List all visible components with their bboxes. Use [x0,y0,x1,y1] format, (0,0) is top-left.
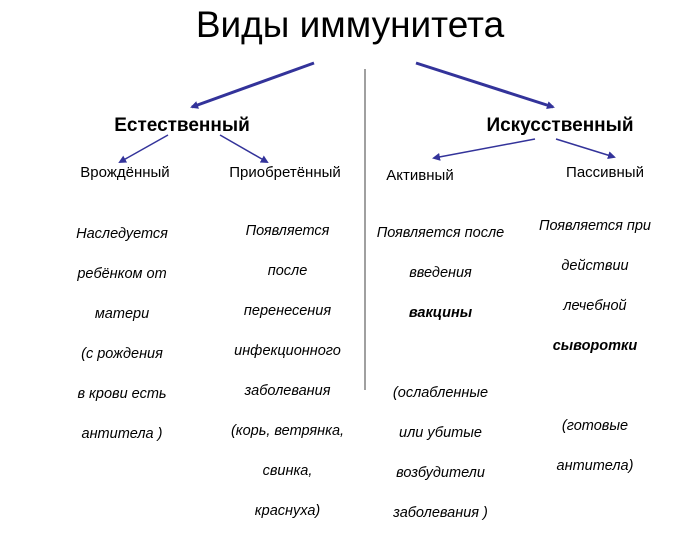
subtype-innate: Врождённый [80,164,170,181]
description-active: Появляется после введения вакцины (ослаб… [376,225,505,521]
arrow-to-artificial [415,61,555,109]
description-innate: Наследуется ребёнком от матери (с рожден… [76,226,168,442]
subtype-acquired: Приобретённый [229,164,341,181]
subtype-active: Активный [386,167,454,184]
subtype-passive: Пассивный [566,164,644,181]
description-acquired: Появляется после перенесения инфекционно… [230,223,345,519]
category-natural: Естественный [114,115,250,136]
description-passive: Появляется при действии лечебной сыворот… [539,218,651,474]
arrow-to-natural [190,61,315,109]
arrow-to-passive [555,138,616,160]
category-artificial: Искусственный [486,115,634,136]
arrow-to-acquired [219,134,269,163]
arrow-to-active [432,138,536,161]
diagram-title: Виды иммунитета [195,4,505,45]
diagram-connectors [118,61,616,390]
arrow-to-innate [118,134,169,163]
